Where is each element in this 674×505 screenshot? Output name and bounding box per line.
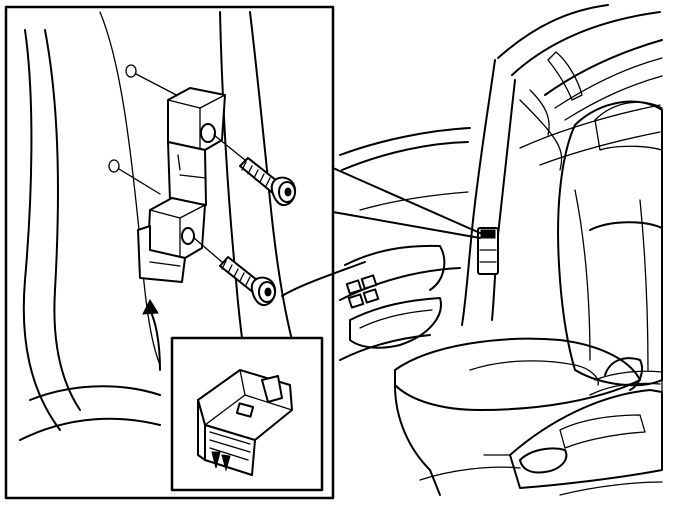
pillar-bottom-curve-2 [19,417,161,441]
align-line-screw-upper [213,134,246,161]
car-interior-view [339,4,663,496]
harness-curve [99,11,161,366]
bracket-lower-block [147,197,206,259]
b-pillar-seam-2 [529,89,550,136]
seat-base [394,384,441,496]
console-armrest [594,370,663,393]
callout-line-bottom [332,211,481,239]
door-panel-bottom [339,267,461,301]
window-switch-3 [347,293,365,309]
roof-frame [497,4,609,59]
window-seal [554,57,663,109]
cup-holder [519,447,568,474]
door-sill [339,334,431,361]
curved-arrow-icon [142,298,159,315]
seat-rail [419,466,521,481]
b-pillar-front [461,59,496,326]
console-lid [589,382,661,396]
detail-view [4,5,366,500]
bracket-hole-lower [181,227,195,245]
rear-door-line [539,131,661,166]
pillar-contour-outer [22,29,61,431]
align-line-lower [118,168,161,195]
connector-latch [261,375,283,403]
headrest [594,101,663,151]
floor-line [559,481,663,496]
bracket-upper-block [167,87,226,151]
window-switch-2 [360,274,378,290]
bracket-mid [167,141,207,206]
window-switch-1 [345,279,363,295]
mount-hole-upper [125,64,137,78]
connector-tab [235,402,255,418]
b-pillar-rear [491,79,516,321]
seat-back-panel [589,221,663,231]
b-pillar-seam [519,99,563,171]
door-window-line [341,141,469,171]
door-panel-line [359,191,469,211]
connector-inset [170,336,324,492]
rear-window-line [519,104,661,149]
pillar-contour-inner [44,29,81,411]
bracket-hole-upper [200,123,216,143]
door-pocket-inner [359,309,433,329]
door-armrest [344,244,446,291]
seat-bolster-right [639,199,649,371]
belt-guide [547,51,583,101]
pillar-module [477,227,499,275]
align-line-screw-lower [193,237,223,263]
shifter-boot [604,357,643,391]
window-top-line [544,39,663,96]
seat-bolster-left [574,189,591,361]
pillar-edge-far-right [249,11,293,341]
screw-upper [239,157,296,206]
window-seal-2 [564,75,663,121]
screw-lower [219,256,276,306]
front-seat [394,100,663,496]
seat-cushion-seam [469,360,599,386]
door-top-edge [339,127,471,156]
connector-pins [211,451,231,472]
roof-inner-line [511,11,661,76]
console-top [509,389,663,489]
harness-wire [281,261,366,297]
console-tray [559,414,646,449]
window-switch-4 [362,288,380,304]
mounting-bracket [137,87,226,283]
pillar-module-top [480,229,496,239]
mount-hole-lower [108,159,120,173]
callout-line-top [332,167,481,234]
bracket-tail [137,225,186,283]
center-console [483,357,663,496]
pillar-bottom-curve [29,385,161,401]
